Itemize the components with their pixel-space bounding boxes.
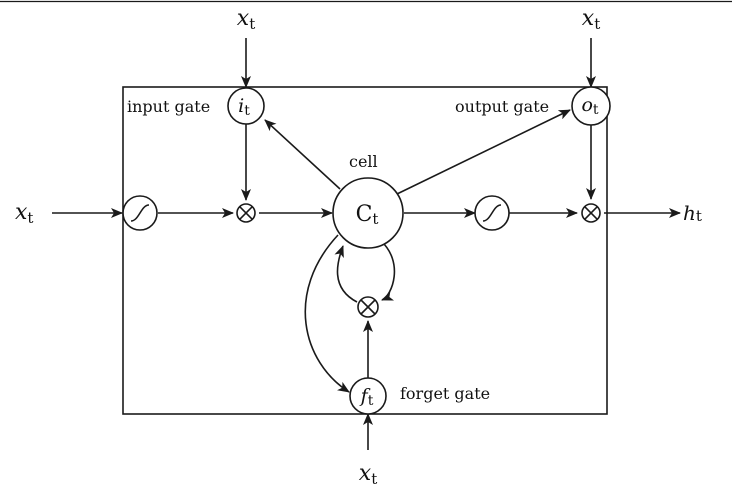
multiply-in-node bbox=[236, 203, 256, 223]
input-gate-symbol: it bbox=[238, 95, 250, 119]
multiply-out-node bbox=[581, 203, 601, 223]
output-gate-node bbox=[571, 86, 611, 126]
forget-gate-label: forget gate bbox=[400, 384, 490, 403]
cell-label: cell bbox=[349, 152, 378, 171]
arrow-cell-to-output-gate bbox=[396, 109, 571, 195]
output-squash-node bbox=[474, 195, 510, 231]
output-gate-label: output gate bbox=[455, 97, 549, 116]
input-label-top-left: xt bbox=[237, 6, 255, 33]
input-squash-node bbox=[122, 195, 158, 231]
cell-node bbox=[332, 177, 404, 249]
multiply-forget-node bbox=[357, 296, 379, 318]
forget-gate-symbol: ft bbox=[359, 385, 374, 409]
lstm-block-frame bbox=[122, 86, 608, 415]
sigmoid-icon bbox=[482, 204, 502, 222]
output-label: ht bbox=[683, 201, 702, 225]
arrow-multiply-forget-to-cell bbox=[334, 245, 358, 303]
input-label-bottom: xt bbox=[359, 461, 377, 488]
input-gate-node bbox=[227, 87, 265, 125]
sigmoid-icon bbox=[130, 204, 150, 222]
output-gate-symbol: ot bbox=[581, 94, 598, 118]
input-label-left: xt bbox=[15, 200, 33, 227]
arrow-cell-to-multiply-forget bbox=[379, 239, 396, 301]
arrow-cell-to-forget-gate bbox=[304, 234, 350, 393]
forget-gate-node bbox=[349, 377, 387, 415]
cell-symbol: Ct bbox=[356, 202, 379, 228]
input-label-top-right: xt bbox=[582, 6, 600, 33]
input-gate-label: input gate bbox=[127, 97, 210, 116]
arrow-cell-to-input-gate bbox=[264, 119, 341, 190]
